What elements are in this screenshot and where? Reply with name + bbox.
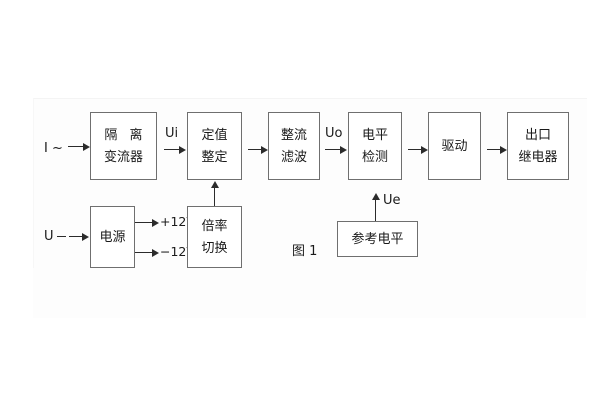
connector-drive-to-relay <box>487 149 501 150</box>
connector-rail-negative <box>135 252 154 253</box>
signal-label-ui: Ui <box>165 126 179 141</box>
signal-label-ue: Ue <box>383 193 401 208</box>
block-rectify-filter[interactable]: 整流 滤波 <box>268 112 320 180</box>
connector-rectify-to-level <box>325 149 341 150</box>
block-output-relay-line1: 出口 <box>524 127 551 143</box>
block-drive-line1: 驱动 <box>441 138 468 154</box>
block-ratio-switching-line2: 切换 <box>201 240 228 256</box>
block-setting-value[interactable]: 定值 整定 <box>187 112 242 180</box>
connector-level-to-drive <box>408 149 422 150</box>
block-power-supply-line1: 电源 <box>99 229 126 245</box>
block-rectify-filter-line2: 滤波 <box>280 149 307 165</box>
figure-caption: 图 1 <box>292 244 318 259</box>
block-drive[interactable]: 驱动 <box>428 112 481 180</box>
diagram-panel-background-lower <box>33 268 586 318</box>
arrowhead-level-to-drive <box>421 146 428 154</box>
block-reference-level[interactable]: 参考电平 <box>337 221 418 257</box>
block-output-relay[interactable]: 出口 继电器 <box>507 112 569 180</box>
rail-label-positive: +12V <box>160 214 195 229</box>
arrowhead-voltage-to-power <box>82 233 89 241</box>
signal-label-uo: Uo <box>325 126 343 141</box>
block-level-detection-line1: 电平 <box>361 127 388 143</box>
arrowhead-rectify-to-level <box>340 146 347 154</box>
block-power-supply[interactable]: 电源 <box>90 206 135 268</box>
block-level-detection[interactable]: 电平 检测 <box>348 112 402 180</box>
block-setting-value-line1: 定值 <box>201 127 228 143</box>
connector-setting-to-rectify <box>248 149 262 150</box>
connector-reference-to-level <box>375 199 376 221</box>
block-ratio-switching[interactable]: 倍率 切换 <box>187 206 242 268</box>
connector-voltage-lead <box>57 236 66 237</box>
arrowhead-current-to-isolation <box>83 143 90 151</box>
block-reference-level-line1: 参考电平 <box>351 231 404 247</box>
connector-current-to-isolation <box>68 146 84 147</box>
block-ratio-switching-line1: 倍率 <box>201 218 228 234</box>
arrowhead-rail-positive <box>152 219 159 227</box>
block-isolation-transformer-line1: 隔 离 <box>104 127 147 143</box>
connector-rail-positive <box>135 222 154 223</box>
connector-isolation-to-setting <box>164 149 180 150</box>
arrowhead-ratio-to-setting <box>211 181 219 188</box>
input-label-voltage: U <box>44 229 54 244</box>
arrowhead-setting-to-rectify <box>261 146 268 154</box>
arrowhead-reference-to-level <box>372 193 380 200</box>
block-setting-value-line2: 整定 <box>201 149 228 165</box>
block-rectify-filter-line1: 整流 <box>280 127 307 143</box>
connector-ratio-to-setting <box>214 187 215 206</box>
block-isolation-transformer[interactable]: 隔 离 变流器 <box>90 112 157 180</box>
arrowhead-drive-to-relay <box>500 146 507 154</box>
block-level-detection-line2: 检测 <box>361 149 388 165</box>
connector-voltage-to-power <box>69 236 83 237</box>
arrowhead-rail-negative <box>152 249 159 257</box>
arrowhead-isolation-to-setting <box>179 146 186 154</box>
block-output-relay-line2: 继电器 <box>518 149 558 165</box>
input-label-current: I ~ <box>44 141 63 156</box>
block-isolation-transformer-line2: 变流器 <box>103 149 143 165</box>
rail-label-negative: −12V <box>160 244 195 259</box>
